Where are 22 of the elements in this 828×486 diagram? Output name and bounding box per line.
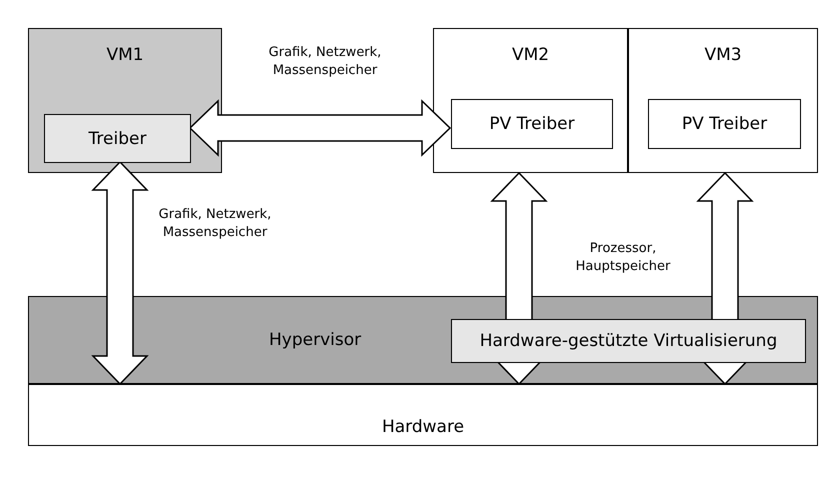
node-label: VM1: [105, 45, 145, 65]
node-label: Hardware-gestützte Virtualisierung: [478, 331, 778, 351]
hardware-layer: [28, 384, 818, 446]
double-arrow: [188, 99, 452, 157]
node-label: VM3: [703, 45, 743, 65]
node-label: Hypervisor: [269, 330, 362, 350]
node-label: Treiber: [88, 128, 148, 148]
node-label: Hardware: [380, 417, 466, 437]
vm-box: [433, 28, 628, 173]
double-arrow: [490, 172, 548, 386]
hypervisor-layer: [28, 296, 818, 384]
node-label: VM2: [510, 45, 550, 65]
double-arrow: [91, 160, 149, 386]
double-arrow: [696, 172, 754, 386]
vm-box: [28, 28, 222, 173]
driver-box: [44, 114, 191, 163]
driver-box: [648, 99, 801, 149]
virtualization-box: [451, 319, 806, 363]
node-label: PV Treiber: [488, 114, 576, 134]
driver-box: [451, 99, 613, 149]
node-label: PV Treiber: [680, 114, 768, 134]
vm-box: [628, 28, 818, 173]
